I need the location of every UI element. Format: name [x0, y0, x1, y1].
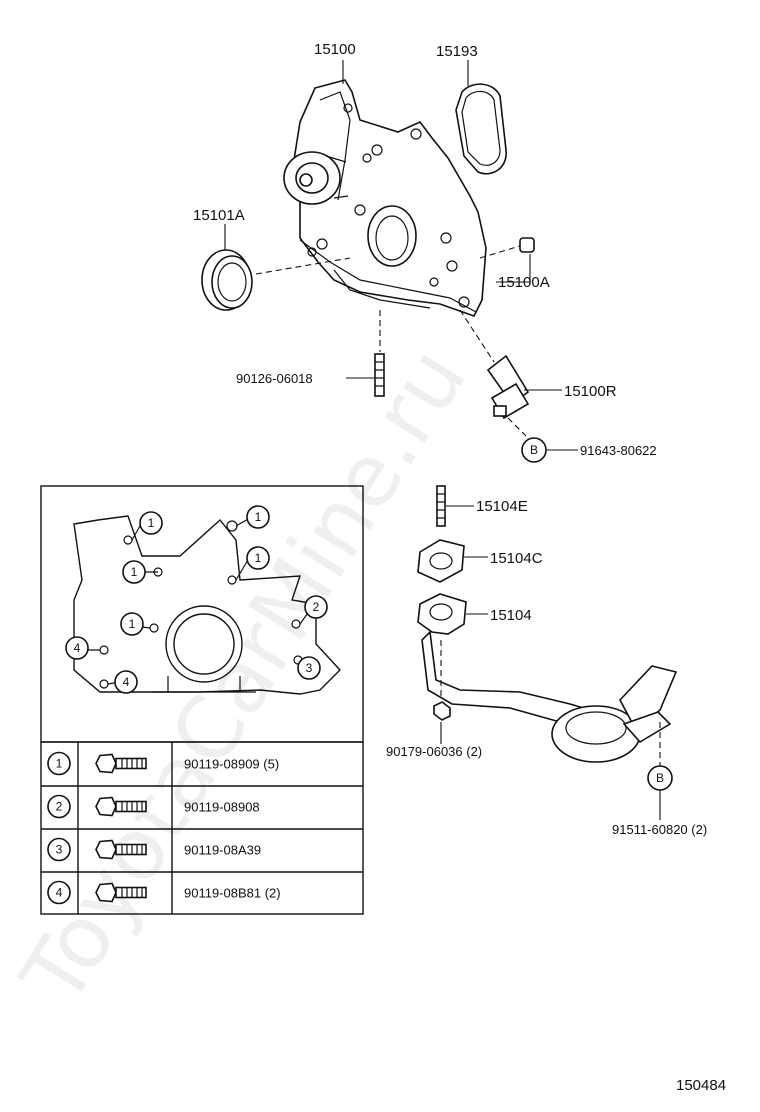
- bolt-icon: [95, 753, 147, 774]
- bolt-table-row: 2 90119-08908: [47, 794, 260, 819]
- callout-b-strainer: B: [647, 765, 673, 791]
- diagram-number: 150484: [676, 1077, 726, 1094]
- svg-text:2: 2: [313, 600, 320, 614]
- bolt-part-number: 90119-08B81 (2): [184, 886, 281, 901]
- svg-text:B: B: [656, 771, 664, 785]
- inset-ref-1d: 1: [122, 560, 146, 584]
- bolt-part-number: 90119-08909 (5): [184, 757, 279, 772]
- oil-pump-body: [283, 79, 487, 317]
- label-strainer-gasket: 15104C: [490, 550, 543, 567]
- label-strainer: 15104: [490, 607, 532, 624]
- svg-text:4: 4: [74, 641, 81, 655]
- crankshaft-oil-seal: [201, 249, 253, 311]
- label-pump: 15100: [314, 41, 356, 58]
- stud-bolt: [374, 353, 385, 397]
- label-stud: 90126-06018: [236, 371, 313, 386]
- inset-ref-3: 3: [297, 656, 321, 680]
- inset-ref-1a: 1: [139, 511, 163, 535]
- bolt-ref-circle: [47, 880, 71, 905]
- svg-text:1: 1: [255, 510, 262, 524]
- callout-b-sensor: B: [521, 437, 547, 463]
- strainer-nut: [433, 701, 451, 721]
- inset-ref-4a: 4: [65, 636, 89, 660]
- label-oil-seal: 15101A: [193, 207, 245, 224]
- inset-ref-1b: 1: [246, 505, 270, 529]
- svg-text:1: 1: [255, 551, 262, 565]
- label-sensor-bolt: 91643-80622: [580, 443, 657, 458]
- bolt-table-row: 4 90119-08B81 (2): [47, 880, 281, 905]
- watermark: ToyotaCarMine.ru: [2, 331, 485, 1022]
- label-gasket: 15193: [436, 43, 478, 60]
- dowel-pin: [519, 237, 535, 253]
- inset-ref-1c: 1: [246, 546, 270, 570]
- bolt-ref-number: 1: [56, 757, 63, 771]
- label-sensor: 15100R: [564, 383, 617, 400]
- bolt-table: [40, 741, 364, 915]
- bolt-ref-circle: [47, 751, 71, 776]
- svg-text:1: 1: [131, 565, 138, 579]
- bolt-ref-number: 2: [56, 800, 63, 814]
- label-strainer-stud: 15104E: [476, 498, 528, 515]
- label-nut: 90179-06036 (2): [386, 744, 482, 759]
- svg-text:4: 4: [123, 675, 130, 689]
- svg-text:B: B: [530, 443, 538, 457]
- oil-strainer: [417, 593, 678, 763]
- inset-ref-4b: 4: [114, 670, 138, 694]
- strainer-gasket: [417, 539, 465, 583]
- inset-ref-1e: 1: [120, 612, 144, 636]
- bolt-icon: [95, 839, 147, 860]
- bolt-location-inset: 1 1 1 1 1 2 3 4 4: [40, 485, 364, 743]
- inset-ref-2: 2: [304, 595, 328, 619]
- bolt-icon: [95, 796, 147, 817]
- label-pin: 15100A: [498, 274, 550, 291]
- oil-pressure-sensor: [486, 354, 530, 420]
- svg-text:3: 3: [306, 661, 313, 675]
- bolt-ref-circle: [47, 794, 71, 819]
- label-strainer-bolt: 91511-60820 (2): [612, 822, 707, 837]
- bolt-table-row: 3 90119-08A39: [47, 837, 261, 862]
- bolt-icon: [95, 882, 147, 903]
- bolt-part-number: 90119-08A39: [184, 843, 261, 858]
- strainer-stud: [436, 485, 446, 527]
- svg-text:1: 1: [148, 516, 155, 530]
- bolt-part-number: 90119-08908: [184, 800, 260, 815]
- bolt-ref-number: 4: [56, 886, 63, 900]
- bolt-table-row: 1 90119-08909 (5): [47, 751, 279, 776]
- bolt-ref-number: 3: [56, 843, 63, 857]
- bolt-ref-circle: [47, 837, 71, 862]
- pump-gasket: [455, 83, 507, 175]
- svg-text:1: 1: [129, 617, 136, 631]
